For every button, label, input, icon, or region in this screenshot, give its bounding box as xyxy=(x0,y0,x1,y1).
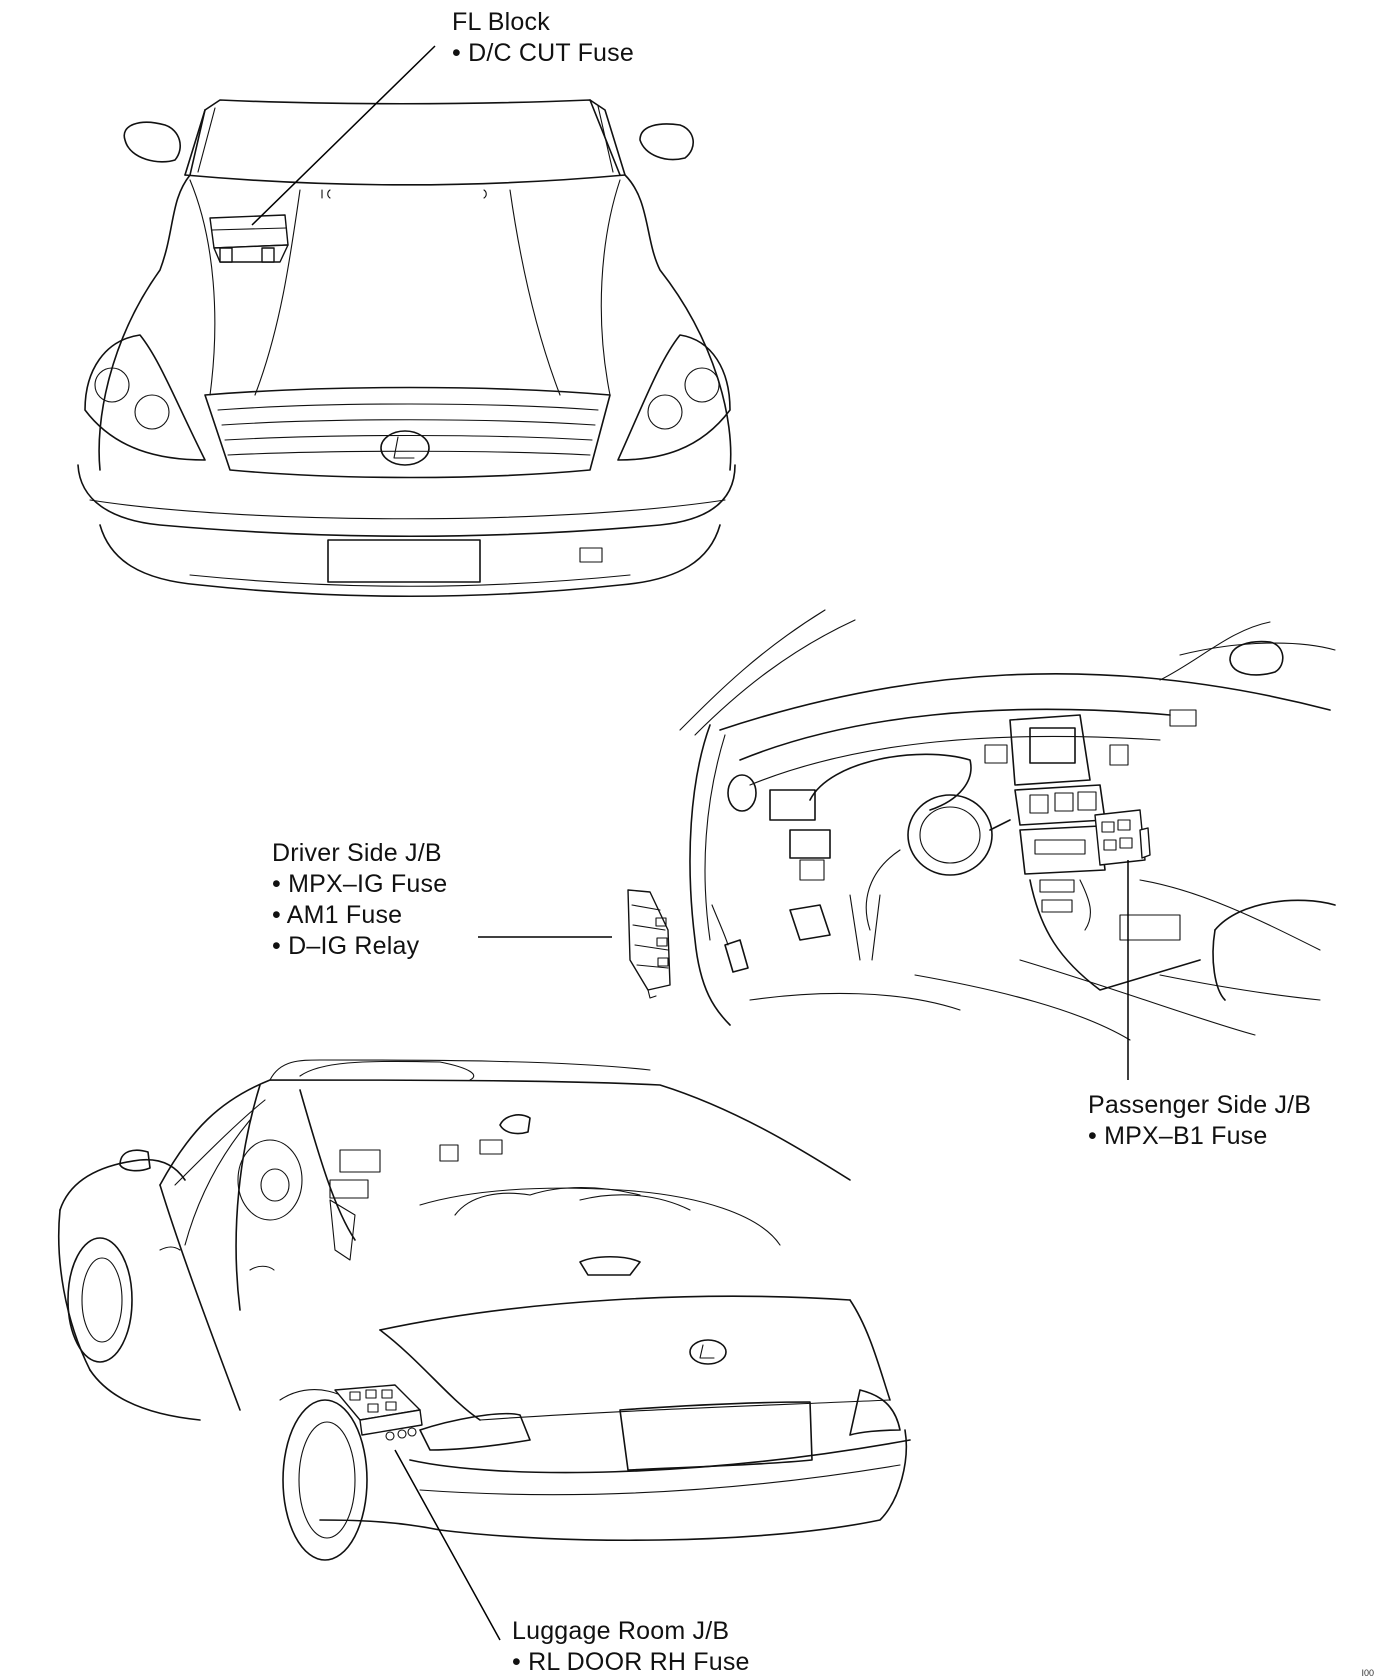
driver-jb-item: • AM1 Fuse xyxy=(272,901,403,929)
car-rear-view xyxy=(57,1059,911,1561)
luggage-jb-part xyxy=(334,1384,423,1441)
fl-block-callout: FL Block • D/C CUT Fuse xyxy=(452,7,634,69)
luggage-jb-leader-line xyxy=(394,1449,501,1641)
luggage-jb-item: • RL DOOR RH Fuse xyxy=(512,1648,750,1676)
luggage-jb-title: Luggage Room J/B xyxy=(512,1617,730,1645)
leader-lines xyxy=(251,45,1129,1641)
driver-jb-title: Driver Side J/B xyxy=(272,839,442,867)
fl-block-title: FL Block xyxy=(452,8,550,36)
car-interior-view xyxy=(679,609,1336,1041)
luggage-jb-callout: Luggage Room J/B • RL DOOR RH Fuse xyxy=(512,1616,750,1678)
figure-code: I00 xyxy=(1361,1668,1374,1678)
fl-block-part xyxy=(209,214,289,263)
driver-jb-callout: Driver Side J/B • MPX–IG Fuse • AM1 Fuse… xyxy=(272,838,447,962)
driver-jb-item: • MPX–IG Fuse xyxy=(272,870,448,898)
driver-jb-item: • D–IG Relay xyxy=(272,932,420,960)
passenger-jb-callout: Passenger Side J/B • MPX–B1 Fuse xyxy=(1088,1090,1311,1152)
passenger-jb-title: Passenger Side J/B xyxy=(1088,1091,1312,1119)
passenger-jb-item: • MPX–B1 Fuse xyxy=(1088,1122,1268,1150)
driver-jb-part xyxy=(627,889,671,999)
passenger-jb-part xyxy=(1094,809,1151,866)
fl-block-item: • D/C CUT Fuse xyxy=(452,39,634,67)
car-front-view xyxy=(77,99,736,598)
fl-block-leader-line xyxy=(251,45,436,226)
